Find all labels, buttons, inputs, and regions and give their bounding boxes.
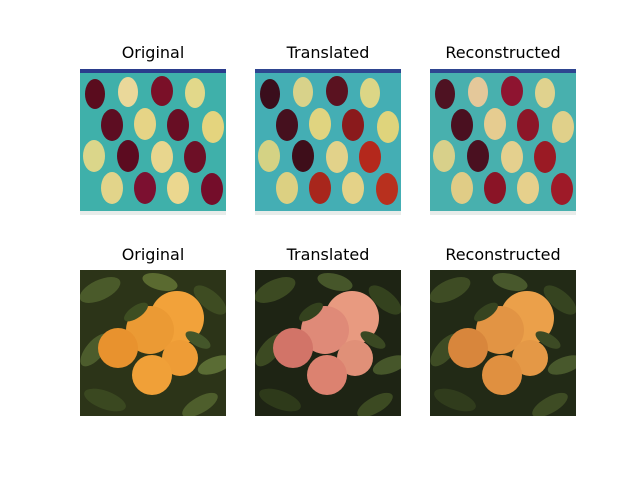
image-reconstructed-oranges <box>430 270 576 416</box>
title-reconstructed-oranges: Reconstructed <box>445 245 561 264</box>
title-reconstructed-apples: Reconstructed <box>445 43 561 62</box>
image-original-apples <box>80 69 226 215</box>
image-translated-apples <box>255 69 401 215</box>
title-translated-apples: Translated <box>286 43 370 62</box>
image-reconstructed-apples <box>430 69 576 215</box>
image-translated-oranges <box>255 270 401 416</box>
image-original-oranges <box>80 270 226 416</box>
title-original-apples: Original <box>121 43 185 62</box>
title-original-oranges: Original <box>121 245 185 264</box>
title-translated-oranges: Translated <box>286 245 370 264</box>
